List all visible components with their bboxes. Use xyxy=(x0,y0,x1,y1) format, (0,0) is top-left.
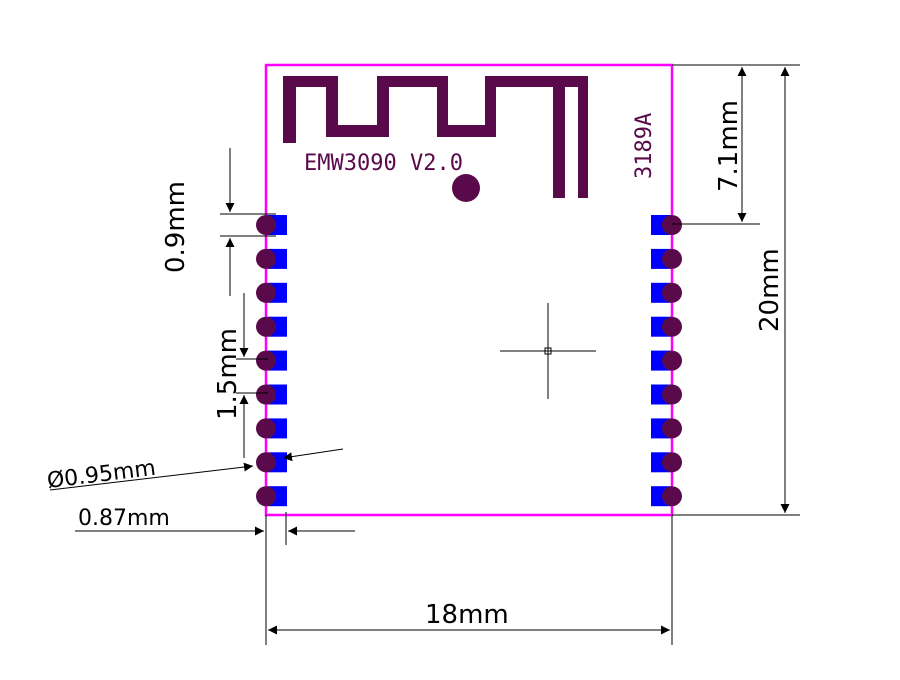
right-pin-dot-8 xyxy=(662,452,682,473)
first-pin-offset-label: 0.9mm xyxy=(161,181,191,273)
fiducial-dot xyxy=(452,174,480,202)
right-pin-dot-6 xyxy=(662,384,682,405)
right-pin-dot-3 xyxy=(662,282,682,303)
right-pin-dot-9 xyxy=(662,486,682,507)
left-pin-dot-9 xyxy=(256,486,276,507)
pad-edge-offset-dimension xyxy=(75,512,355,545)
right-pin-dot-7 xyxy=(662,418,682,439)
left-pin-dot-7 xyxy=(256,418,276,439)
left-pin-dot-4 xyxy=(256,316,276,337)
part-code-label: 3189A xyxy=(632,113,657,179)
height-label: 20mm xyxy=(755,248,785,332)
left-pin-row xyxy=(256,215,287,507)
keepout-label: 7.1mm xyxy=(714,100,744,192)
pitch-dimension xyxy=(236,293,268,458)
left-pin-dot-8 xyxy=(256,452,276,473)
left-pin-dot-3 xyxy=(256,282,276,303)
width-label: 18mm xyxy=(425,600,509,630)
right-pin-dot-2 xyxy=(662,248,682,269)
width-dimension xyxy=(265,515,673,645)
pad-edge-offset-label: 0.87mm xyxy=(78,506,170,531)
left-pin-dot-6 xyxy=(256,384,276,405)
left-pin-dot-1 xyxy=(256,215,276,235)
right-pin-dot-4 xyxy=(662,316,682,337)
pad-diameter-dimension xyxy=(49,448,344,491)
height-dimension xyxy=(672,64,800,516)
keepout-dimension xyxy=(672,67,760,225)
right-pin-dot-1 xyxy=(662,215,682,235)
pad-diameter-label: Ø0.95mm xyxy=(46,456,157,494)
center-crosshair xyxy=(500,303,596,399)
left-pin-dot-5 xyxy=(256,350,276,371)
antenna-trace xyxy=(283,76,588,198)
right-pin-row xyxy=(651,215,682,507)
model-label: EMW3090 V2.0 xyxy=(304,151,463,176)
right-pin-dot-5 xyxy=(662,350,682,371)
left-pin-dot-2 xyxy=(256,248,276,269)
first-pin-offset-dimension xyxy=(220,148,276,296)
pitch-label: 1.5mm xyxy=(213,328,243,420)
